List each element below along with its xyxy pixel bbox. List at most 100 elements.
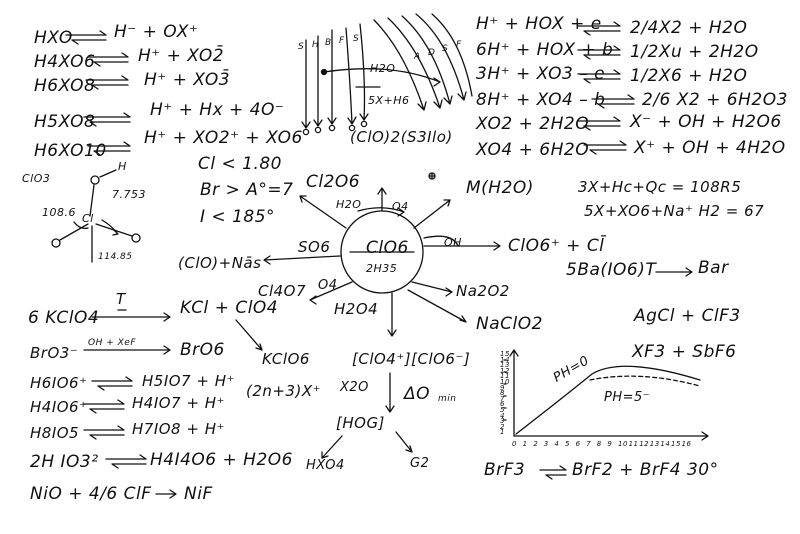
left-reaction-1-lhs: HXO xyxy=(34,28,73,48)
graph-y-tick: 1 xyxy=(500,428,505,437)
lower-reaction-1-rhs: H5IO7 + H⁺ xyxy=(142,372,235,390)
halogen-note-3: I < 185° xyxy=(200,207,276,227)
molecule-angle-2: 108.6 xyxy=(42,206,76,219)
graph-x-tick: 1 xyxy=(522,440,528,448)
graph-y-tick: 9 xyxy=(500,383,505,392)
agcl-equation: AgCl + ClF3 xyxy=(634,306,741,326)
right-reaction-6-rhs: X⁺ + OH + 4H2O xyxy=(634,138,786,158)
brf-line-rhs: BrF2 + BrF4 30° xyxy=(572,460,719,480)
flux-letter-s: S xyxy=(442,44,449,54)
graph-x-tick: 7 xyxy=(586,440,592,448)
left-reaction-3-lhs: H6XO8 xyxy=(34,76,96,96)
halogen-note-2: Br > A°=7 xyxy=(200,180,294,200)
g2-label: G2 xyxy=(410,456,430,471)
flux-diagram-strokes xyxy=(301,13,473,136)
left-reaction-3-rhs: H⁺ + XO3̄ xyxy=(144,70,231,90)
molecule-angle-3: 114.85 xyxy=(98,252,133,262)
flux-letter-1: S xyxy=(298,42,305,52)
right-equation-1: 3X+Hc+Qc = 108R5 xyxy=(578,178,742,196)
right-reaction-3-rhs: 1/2X6 + H2O xyxy=(630,66,748,86)
right-reaction-2-rhs: 1/2Xu + 2H2O xyxy=(630,42,759,62)
graph-x-tick: 14 xyxy=(660,440,671,448)
lower-reaction-2-rhs: H4IO7 + H⁺ xyxy=(132,394,225,412)
expr-2n3: (2n+3)X⁺ xyxy=(246,382,322,400)
right-reaction-3-lhs: 3H⁺ + XO3 – e xyxy=(476,64,606,84)
graph-y-tick: 7 xyxy=(500,394,505,403)
right-reaction-4-rhs: 2/6 X2 + 6H2O3 xyxy=(642,90,788,110)
graph-x-tick: 4 xyxy=(554,440,560,448)
x2o-label: X2O xyxy=(340,380,369,395)
ray-bottom-left: Cl4O7 xyxy=(258,282,307,300)
kclo4-lhs: 6 KClO4 xyxy=(28,308,100,328)
right-reaction-4-lhs: 8H⁺ + XO4 – b xyxy=(476,90,606,110)
left-reaction-5-rhs: H⁺ + XO2⁺ + XO6 xyxy=(144,128,303,148)
flux-letter-2: H xyxy=(312,40,320,50)
ray-bottom-left-2: O4 xyxy=(318,278,338,293)
graph-y-tick: 10 xyxy=(500,378,510,386)
clo-pair: [ClO4⁺][ClO6⁻] xyxy=(352,350,471,368)
lower-reaction-3-lhs: H8IO5 xyxy=(30,424,80,442)
left-reaction-2-lhs: H4XO6 xyxy=(34,52,96,72)
hub-h2o: H2O xyxy=(336,198,362,211)
ba-equation-lhs: 5Ba(IO6)T xyxy=(566,260,657,280)
right-reaction-6-lhs: XO4 + 6H2O xyxy=(476,140,590,160)
flux-letter-d: D xyxy=(428,48,436,58)
right-reaction-2-lhs: 6H⁺ + HOX + b xyxy=(476,40,614,60)
graph-x-tick: 9 xyxy=(607,440,613,448)
bottom-middle-strokes xyxy=(321,267,693,480)
delta-o-label: ΔO xyxy=(404,384,431,404)
molecule-atom-h: H xyxy=(118,160,127,173)
graph-x-tick: 8 xyxy=(596,440,602,448)
flux-letter-5: S xyxy=(353,34,360,44)
ray-left: SO6 xyxy=(298,238,331,256)
graph-y-tick: 2 xyxy=(500,422,505,431)
graph-y-tick: 3 xyxy=(500,417,505,426)
hxo4-label: HXO4 xyxy=(306,458,345,473)
right-reaction-5-rhs: X⁻ + OH + H2O6 xyxy=(630,112,782,132)
graph-y-tick: 8 xyxy=(500,389,505,398)
ray-bottom: H2O4 xyxy=(334,300,379,318)
delta-min-label: min xyxy=(438,394,457,404)
right-reaction-1-rhs: 2/4X2 + H2O xyxy=(630,18,748,38)
nio-line-rhs: NiF xyxy=(184,484,213,504)
brf-line-lhs: BrF3 xyxy=(484,460,526,480)
graph-y-tick: 4 xyxy=(500,411,505,420)
ray-bottom-right: Na2O2 xyxy=(456,282,510,300)
kclo4-rhs: KCl + ClO4 xyxy=(180,298,279,318)
flux-letter-a: A xyxy=(414,52,421,62)
left-reaction-5-lhs: H6XO10 xyxy=(34,141,107,161)
ray-bottom-right-2: NaClO2 xyxy=(476,314,543,334)
hub-o4: O4 xyxy=(392,200,409,213)
central-hub-strokes xyxy=(263,172,501,337)
left-reaction-1-rhs: H⁻ + OX⁺ xyxy=(114,22,199,42)
left-reaction-4-lhs: H5XO8 xyxy=(34,112,96,132)
flux-letter-3: B xyxy=(325,38,332,48)
equilibrium-arrows-lower-left xyxy=(83,309,263,499)
ba-equation-rhs: Bar xyxy=(698,258,729,278)
left-reaction-4-rhs: H⁺ + Hx + 4O⁻ xyxy=(150,100,285,120)
br-line-over: OH + XeF xyxy=(88,338,136,348)
graph-y-tick: 5 xyxy=(500,406,505,414)
graph-strokes xyxy=(503,349,709,441)
graph-x-tick: 10 xyxy=(618,440,628,448)
graph-x-tick: 2 xyxy=(533,440,539,448)
equilibrium-arrows-left xyxy=(65,30,131,156)
graph-x-tick: 5 xyxy=(565,440,570,448)
graph-y-tick: 13 xyxy=(500,361,510,370)
right-reaction-5-lhs: XO2 + 2H2O xyxy=(476,114,590,134)
ray-left-far: (ClO)+Nās xyxy=(178,254,262,272)
left-reaction-2-rhs: H⁺ + XO2̄ xyxy=(138,46,225,66)
ray-top-left: Cl2O6 xyxy=(306,172,361,192)
br-line-lhs: BrO3⁻ xyxy=(30,344,79,362)
graph-x-tick: 11 xyxy=(628,440,639,448)
xf3-equation: XF3 + SbF6 xyxy=(632,342,737,362)
graph-x-tick: 0 xyxy=(512,440,517,448)
graph-y-tick: 6 xyxy=(500,400,505,409)
kclo6-label: KClO6 xyxy=(262,350,310,368)
ray-right-oh: OH xyxy=(444,236,462,249)
br-line-rhs: BrO6 xyxy=(180,340,225,360)
lower-reaction-2-lhs: H4IO6⁺ xyxy=(30,398,88,416)
lower-reaction-4-lhs: 2H IO3² xyxy=(30,452,99,472)
